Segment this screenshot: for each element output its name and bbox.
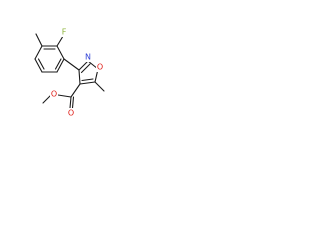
bond-c6-c1: [56, 58, 65, 73]
bond-c3-methyl: [35, 33, 43, 47]
bond-c1-c2: [56, 45, 65, 60]
atom-label-ester-oxygen: O: [51, 90, 57, 99]
bond-carbonyl-ester-o: [57, 94, 72, 98]
atom-label-fluorine: F: [62, 28, 67, 37]
bond-c5-c4-double: [81, 78, 94, 82]
bond-carbonyl-double-b: [71, 96, 75, 109]
atom-ester-oxygen: O: [50, 89, 58, 99]
molecule-structure: F N O O O: [0, 0, 152, 152]
bond-c3-n-double: [80, 63, 91, 74]
bond-c2-fluorine: [56, 36, 64, 47]
bond-c3-c4: [34, 45, 43, 60]
bond-carbonyl-double-a: [69, 96, 72, 109]
bond-c4-c5: [34, 58, 43, 73]
atom-ring-nitrogen: N: [84, 52, 92, 62]
atom-label-ring-nitrogen: N: [85, 53, 91, 62]
atom-fluorine: F: [60, 27, 68, 37]
atom-label-ring-oxygen: O: [97, 63, 103, 72]
structure-svg: F N O O O: [34, 27, 105, 118]
bond-aryl-isoxazole: [63, 58, 80, 71]
bond-inner-c4-c5: [37, 58, 45, 70]
bond-c4-c3: [78, 69, 81, 85]
bond-c5-c4: [79, 81, 96, 85]
atom-carbonyl-oxygen: O: [67, 108, 75, 118]
atom-ring-oxygen: O: [96, 62, 104, 72]
bond-c4-carbonyl: [70, 83, 81, 98]
bond-inner-c6-c1: [54, 58, 62, 70]
bond-c5-methyl: [94, 81, 105, 92]
isoxazole-ring: [78, 60, 99, 85]
bond-ester-o-methyl: [42, 94, 52, 104]
benzene-ring: [34, 45, 65, 73]
bond-c3-n: [78, 60, 89, 71]
atom-label-carbonyl-oxygen: O: [68, 109, 74, 118]
